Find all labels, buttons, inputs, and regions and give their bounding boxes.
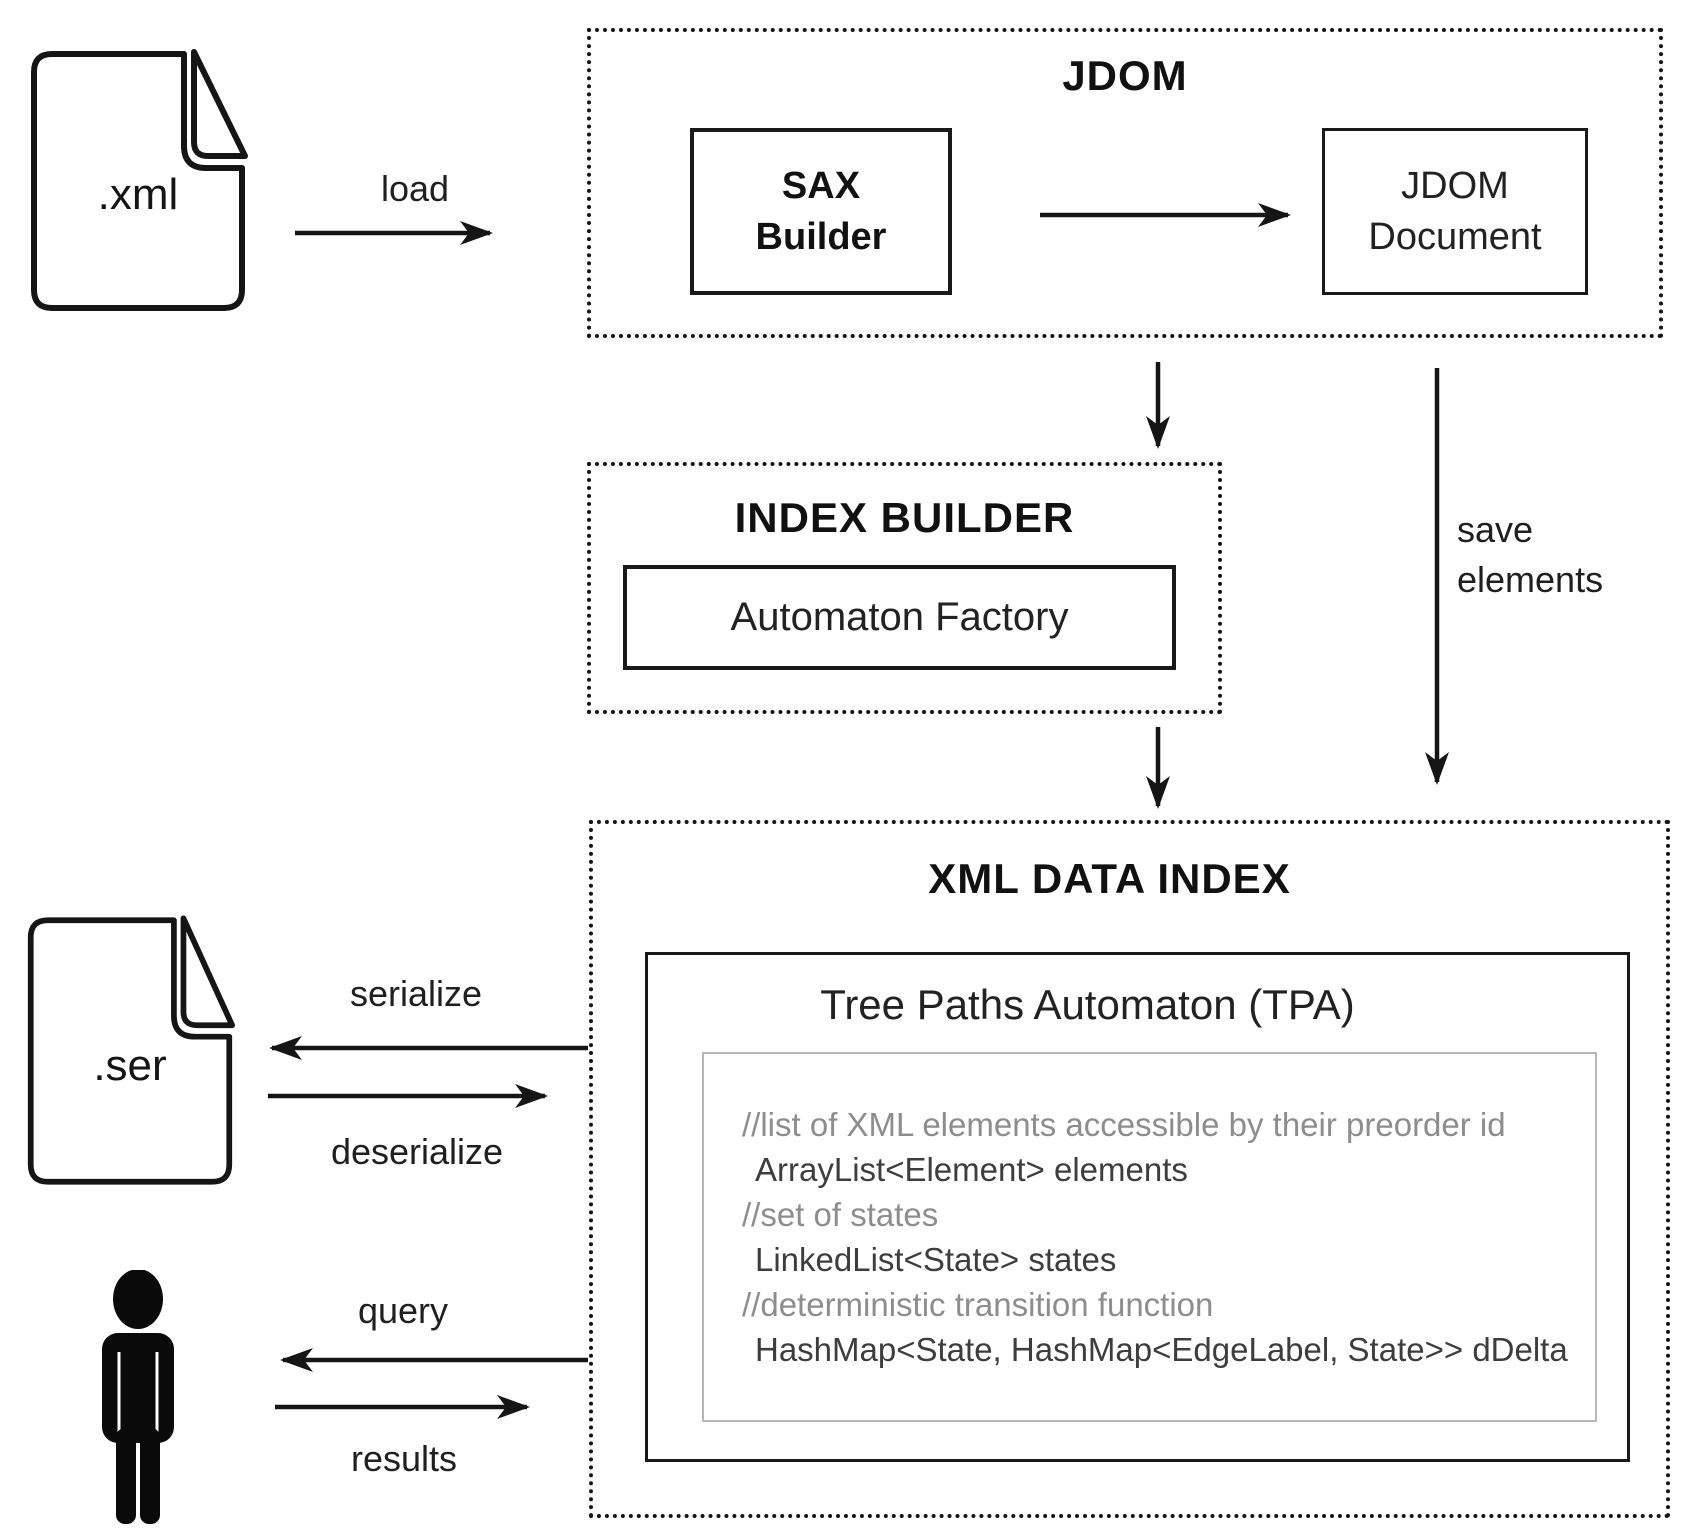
- index-builder-title: INDEX BUILDER: [734, 494, 1075, 541]
- user-figure: [92, 1270, 184, 1528]
- query-label: query: [357, 1290, 449, 1331]
- ser-file-label: .ser: [93, 1040, 167, 1090]
- jdom-group-box: [587, 28, 1663, 338]
- xml-data-index-group-box: [589, 820, 1670, 1518]
- load-label: load: [380, 168, 450, 209]
- automaton-factory-box: Automaton Factory: [623, 565, 1176, 670]
- xml-file-label: .xml: [97, 169, 179, 219]
- tpa-code-line: LinkedList<State> states: [755, 1241, 1117, 1278]
- tpa-code-lines: //list of XML elements accessible by the…: [742, 1102, 1602, 1372]
- tpa-code-box: [702, 1052, 1597, 1422]
- xml-file-icon: [31, 49, 248, 311]
- tpa-code-line: //list of XML elements accessible by the…: [742, 1106, 1506, 1143]
- results-label: results: [350, 1438, 458, 1479]
- serialize-label: serialize: [349, 973, 483, 1014]
- xml-data-index-title: XML DATA INDEX: [928, 855, 1291, 902]
- tpa-code-line: ArrayList<Element> elements: [755, 1151, 1188, 1188]
- deserialize-label: deserialize: [330, 1131, 504, 1172]
- tpa-title: Tree Paths Automaton (TPA): [820, 981, 1355, 1028]
- sax-builder-box: SAX Builder: [690, 128, 952, 295]
- tpa-code-line: HashMap<State, HashMap<EdgeLabel, State>…: [755, 1331, 1568, 1368]
- jdom-title: JDOM: [1062, 52, 1188, 99]
- sax-builder-label: SAX Builder: [755, 165, 887, 258]
- tpa-code-line: //set of states: [742, 1196, 939, 1233]
- automaton-factory-label: Automaton Factory: [730, 595, 1069, 640]
- person-icon: [102, 1270, 174, 1524]
- index-builder-group-box: [587, 462, 1222, 714]
- ser-file: .ser: [25, 906, 235, 1196]
- save-elements-label: save elements: [1457, 509, 1604, 601]
- jdom-document-label: JDOM Document: [1368, 165, 1542, 258]
- ser-file-icon: [27, 915, 235, 1185]
- tpa-code-line: //deterministic transition function: [742, 1286, 1214, 1323]
- jdom-document-box: JDOM Document: [1322, 128, 1588, 295]
- xml-file: .xml: [28, 46, 248, 316]
